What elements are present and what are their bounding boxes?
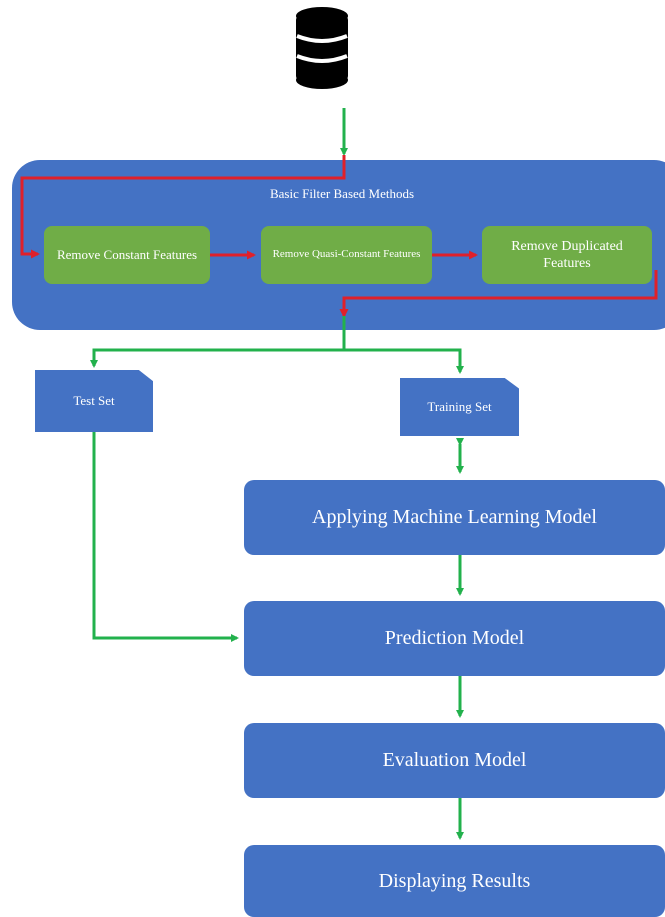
applying-model-node: Applying Machine Learning Model [244,480,665,555]
training-set-node: Training Set [400,378,519,436]
evaluation-model-node: Evaluation Model [244,723,665,798]
applying-model-label: Applying Machine Learning Model [312,506,597,528]
remove-duplicated-features-label: Remove Duplicated Features [511,238,623,272]
evaluation-model-label: Evaluation Model [382,749,527,771]
remove-quasi-constant-features-label: Remove Quasi-Constant Features [272,248,421,261]
remove-constant-features-box: Remove Constant Features [44,226,210,284]
panel-title: Basic Filter Based Methods [269,186,415,201]
database-icon [296,7,348,89]
training-set-label: Training Set [427,399,492,414]
prediction-model-node: Prediction Model [244,601,665,676]
flow-panel-exit [339,270,658,318]
prediction-model-label: Prediction Model [384,627,525,649]
remove-quasi-constant-features-box: Remove Quasi-Constant Features [261,226,432,284]
displaying-results-label: Displaying Results [378,869,531,892]
flow-test-to-prediction [92,432,239,642]
flow-panel-entry [20,155,346,259]
test-set-label: Test Set [73,393,115,408]
displaying-results-node: Displaying Results [244,845,665,917]
remove-duplicated-features-box: Remove Duplicated Features [482,226,652,284]
flow-split [92,316,462,372]
test-set-node: Test Set [35,370,153,432]
remove-constant-features-label: Remove Constant Features [56,246,198,262]
